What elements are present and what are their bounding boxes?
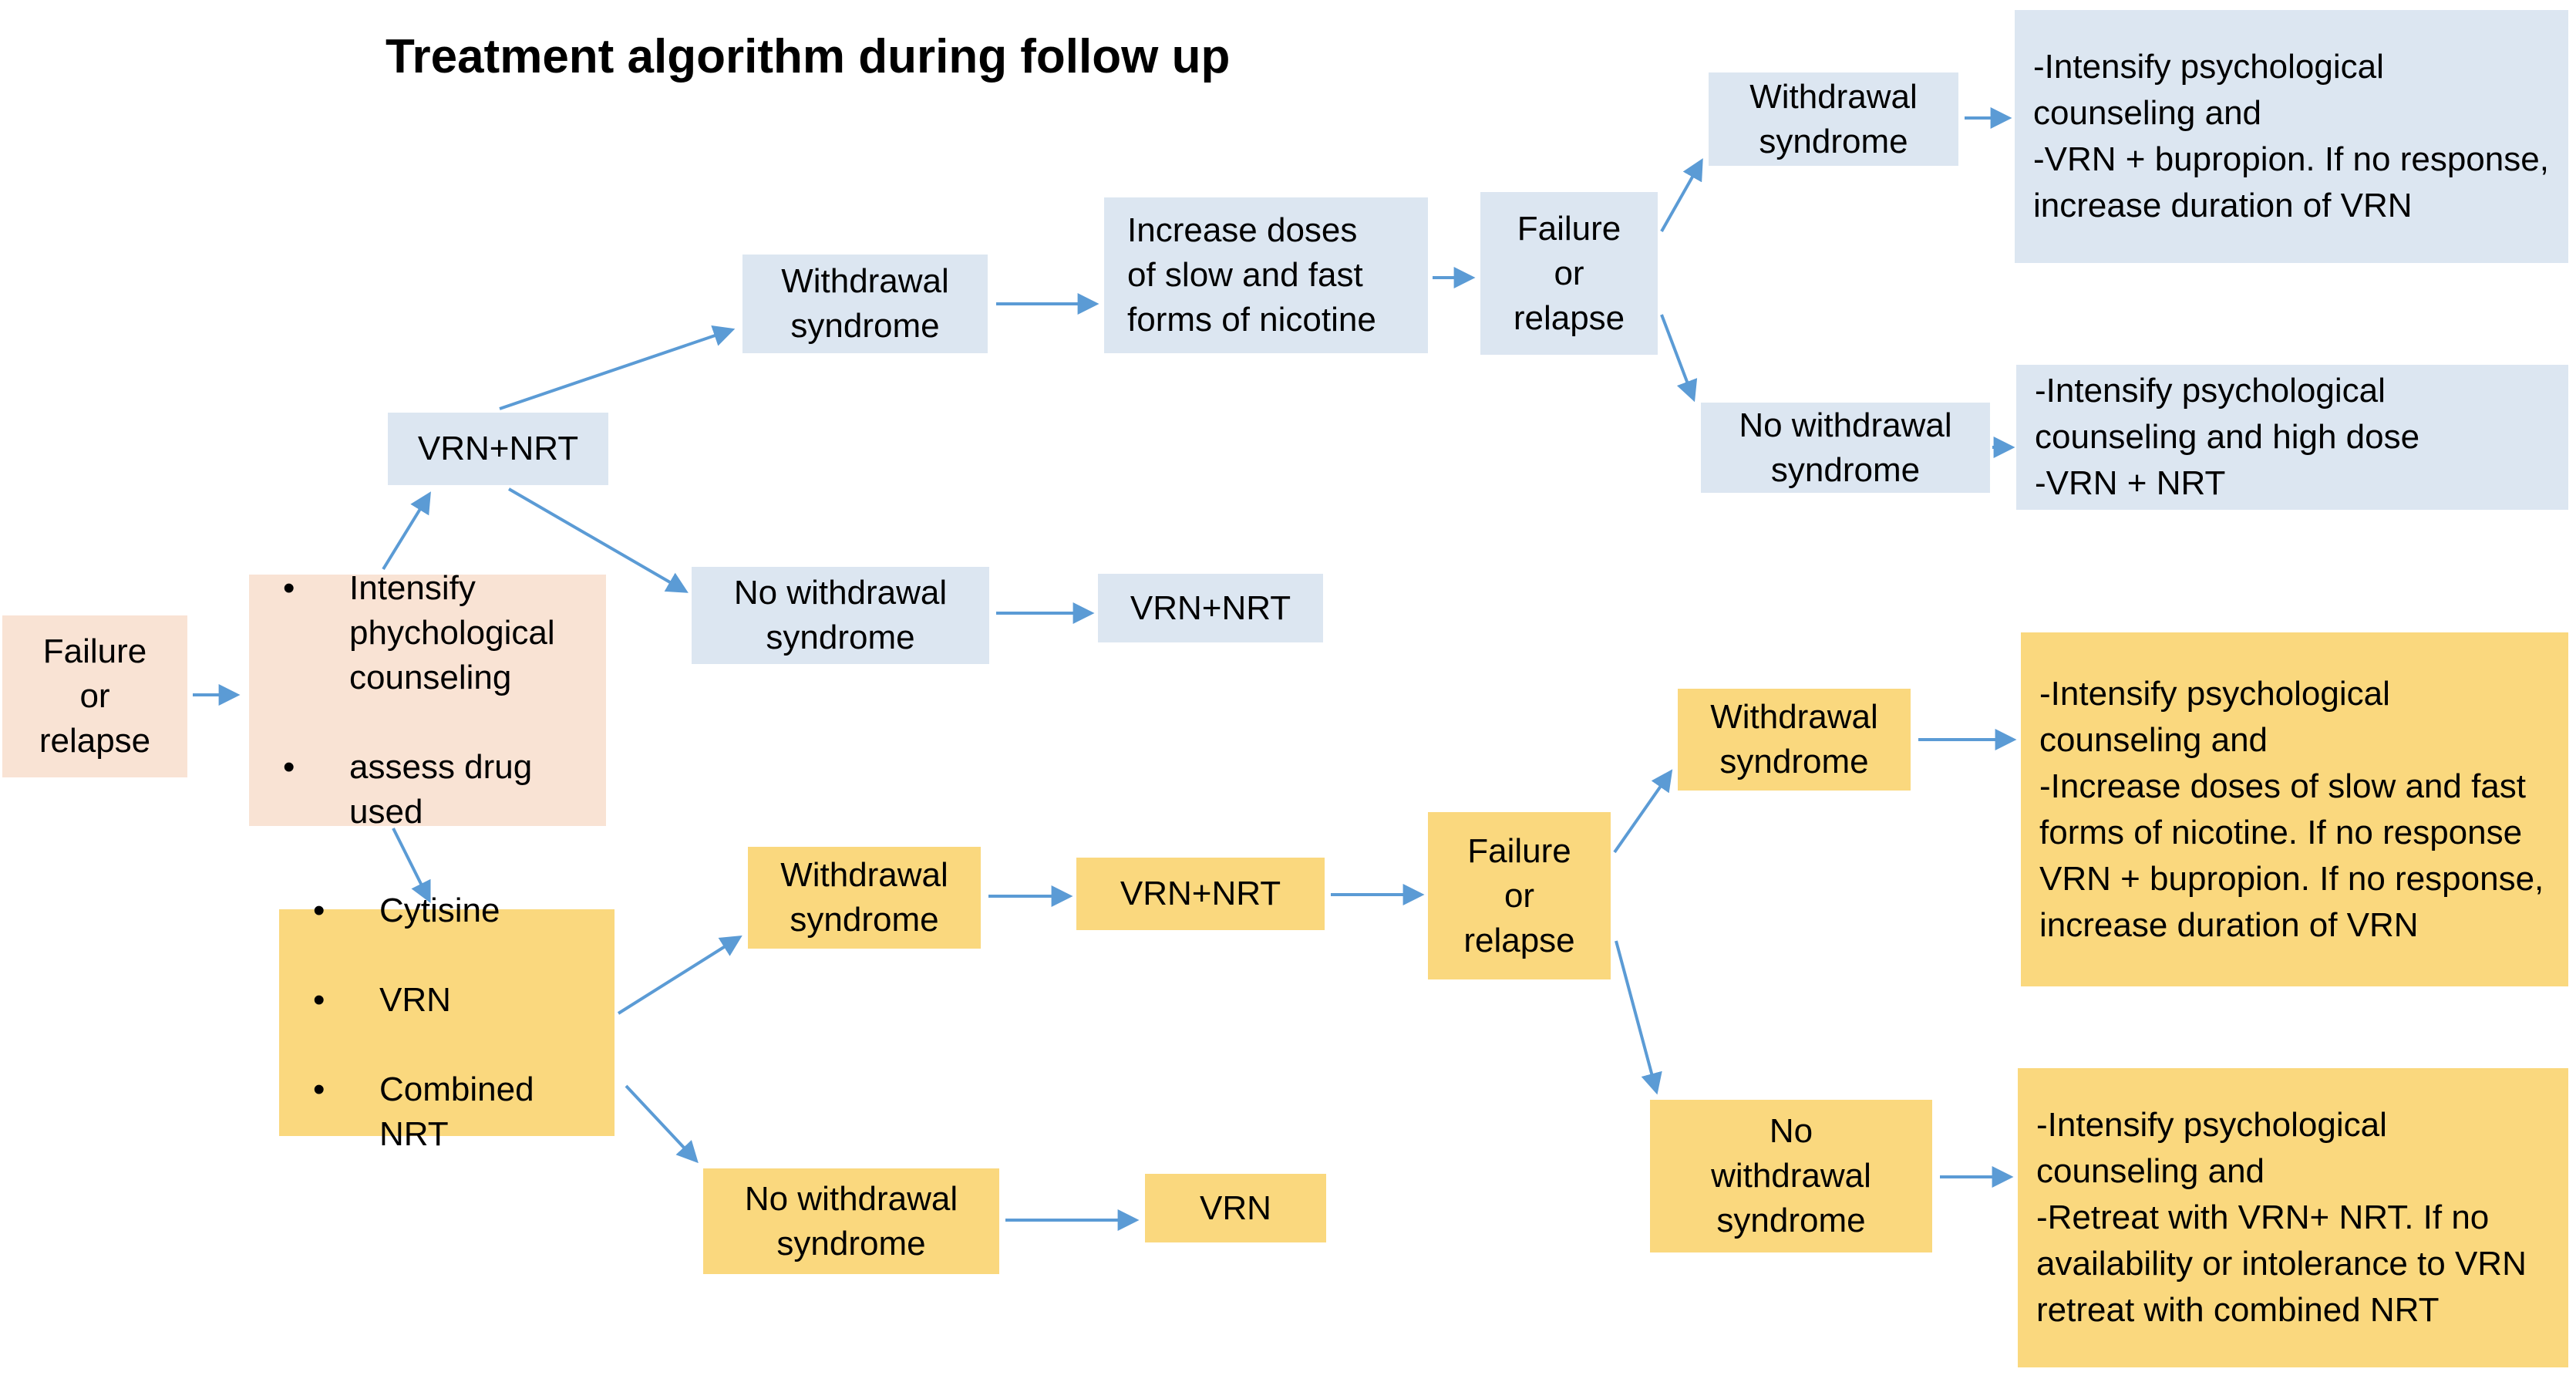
- edge-failuremid-to-nowithdrawal1: [1660, 314, 1698, 403]
- node-no-withdrawal-syndrome-2: No withdrawal syndrome: [1650, 1100, 1932, 1252]
- node-no-withdrawal-syndrome-1: No withdrawal syndrome: [1701, 403, 1990, 493]
- edge-cytisine-to-nowithdrawal3: [625, 1084, 699, 1164]
- node-outcome-vrn-bupropion: -Intensify psychological counseling and …: [2015, 10, 2568, 263]
- node-increase-doses-nicotine: Increase doses of slow and fast forms of…: [1104, 197, 1428, 353]
- page-title: Treatment algorithm during follow up: [386, 30, 1231, 83]
- bullet-item: Intensify phychological counseling: [264, 566, 592, 700]
- node-cytisine-vrn-combined-nrt: Cytisine VRN Combined NRT: [279, 888, 615, 1153]
- node-vrn-nrt-2: VRN+NRT: [1098, 574, 1323, 642]
- node-withdrawal-syndrome-4: Withdrawal syndrome: [1678, 689, 1911, 791]
- node-withdrawal-syndrome-2: Withdrawal syndrome: [1709, 72, 1958, 166]
- edge-failurebottom-to-withdrawal4: [1613, 769, 1673, 854]
- node-failure-or-relapse-bottom: Failure or relapse: [1428, 812, 1611, 979]
- bullet-item: assess drug used: [264, 745, 592, 834]
- drug-bullet-list: Cytisine VRN Combined NRT: [279, 844, 548, 1202]
- edge-vrnnrt1-to-withdrawal1: [499, 325, 736, 410]
- edge-cytisine-to-withdrawal3: [617, 936, 742, 1015]
- node-withdrawal-syndrome-3: Withdrawal syndrome: [748, 847, 981, 949]
- bullet-item: Cytisine: [295, 888, 534, 933]
- node-no-withdrawal-syndrome-3: No withdrawal syndrome: [703, 1168, 999, 1274]
- bullet-item: Combined NRT: [295, 1067, 534, 1157]
- edge-failurebottom-to-nowithdrawal2: [1615, 940, 1662, 1095]
- node-vrn-nrt-3: VRN+NRT: [1076, 858, 1325, 930]
- assess-bullet-list: Intensify phychological counseling asses…: [249, 521, 606, 879]
- node-outcome-high-dose-vrn-nrt: -Intensify psychological counseling and …: [2016, 365, 2568, 510]
- node-withdrawal-syndrome-1: Withdrawal syndrome: [742, 255, 988, 353]
- node-outcome-increase-nicotine-doses: -Intensify psychological counseling and …: [2021, 632, 2568, 986]
- node-assess-drug-used: Intensify phychological counseling asses…: [249, 566, 606, 831]
- node-failure-or-relapse-mid: Failure or relapse: [1480, 192, 1658, 355]
- node-no-withdrawal-syndrome-blue: No withdrawal syndrome: [692, 567, 989, 664]
- bullet-item: VRN: [295, 978, 534, 1023]
- node-vrn-nrt-1: VRN+NRT: [388, 413, 608, 485]
- node-outcome-retreat-vrn-nrt: -Intensify psychological counseling and …: [2018, 1068, 2568, 1367]
- edge-failuremid-to-withdrawal2: [1660, 158, 1703, 232]
- node-failure-or-relapse-start: Failure or relapse: [2, 615, 187, 777]
- node-vrn-alone: VRN: [1145, 1174, 1326, 1242]
